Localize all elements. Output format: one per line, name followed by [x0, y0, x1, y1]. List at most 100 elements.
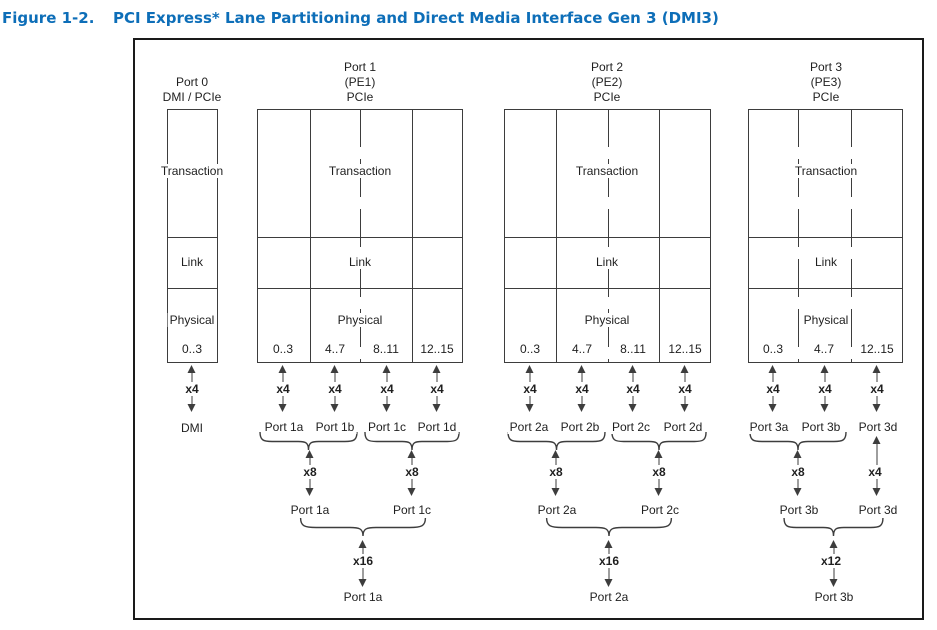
port1-row-divider-2 — [257, 288, 463, 290]
port0-layer-link: Link — [178, 255, 206, 269]
port2-lane-label-2: 8..11 — [618, 342, 648, 356]
port3-lane-label-1: 4..7 — [811, 342, 837, 356]
port1-name: Port 1 — [343, 60, 377, 74]
port1-lane-label-0: 0..3 — [270, 342, 296, 356]
port3-l2-label-1: Port 3d — [856, 503, 900, 517]
port3-type: PCIe — [812, 90, 840, 104]
port3-lane-label-2: 12..15 — [858, 342, 896, 356]
port3-width-label-x12: x12 — [818, 554, 844, 568]
port0-box — [167, 109, 218, 363]
port3-id: (PE3) — [810, 75, 842, 89]
port3-col-divider-1 — [798, 109, 800, 363]
port2-width-label-0: x4 — [521, 382, 539, 396]
port1-width-label-x8-1: x8 — [403, 465, 421, 479]
port2-lane-label-1: 4..7 — [569, 342, 595, 356]
port3-row-divider-1 — [748, 237, 903, 239]
port1-bif-label-3: Port 1d — [415, 420, 459, 434]
port1-lane-label-1: 4..7 — [322, 342, 348, 356]
port2-layer-physical: Physical — [582, 313, 632, 327]
port2-type: PCIe — [593, 90, 621, 104]
port2-col-divider-3 — [659, 109, 661, 363]
port1-width-label-0: x4 — [274, 382, 292, 396]
port1-width-label-x8-0: x8 — [301, 465, 319, 479]
port1-merge-brace-x16-icon — [298, 518, 428, 536]
port3-width-label-x4: x4 — [866, 465, 884, 479]
port3-width-label-x8: x8 — [789, 465, 807, 479]
port1-layer-link: Link — [346, 255, 374, 269]
port1-bif-label-2: Port 1c — [365, 420, 409, 434]
port3-layer-physical: Physical — [801, 313, 851, 327]
port2-lane-label-3: 12..15 — [666, 342, 704, 356]
port0-link-label-dmi: DMI — [179, 421, 205, 435]
port2-l2-label-0: Port 2a — [535, 503, 579, 517]
port1-layer-physical: Physical — [335, 313, 385, 327]
port1-l3-label: Port 1a — [341, 590, 385, 604]
port2-merge-brace-ab-icon — [506, 432, 607, 450]
port3-l2-label-0: Port 3b — [777, 503, 821, 517]
port1-layer-transaction: Transaction — [326, 164, 394, 178]
port2-bif-label-1: Port 2b — [558, 420, 602, 434]
port3-width-label-1: x4 — [816, 382, 834, 396]
port3-row-divider-2 — [748, 288, 903, 290]
port2-box — [504, 109, 711, 363]
port2-width-label-1: x4 — [573, 382, 591, 396]
port1-id: (PE1) — [344, 75, 376, 89]
port1-width-label-2: x4 — [378, 382, 396, 396]
figure-number: Figure 1-2. — [2, 9, 95, 27]
port2-width-label-x8-1: x8 — [650, 465, 668, 479]
port2-id: (PE2) — [591, 75, 623, 89]
port2-col-divider-1 — [556, 109, 558, 363]
port3-l3-label: Port 3b — [812, 590, 856, 604]
port1-l2-label-1: Port 1c — [390, 503, 434, 517]
port2-row-divider-2 — [504, 288, 711, 290]
port0-width-label-0: x4 — [183, 382, 201, 396]
port0-layer-physical: Physical — [167, 313, 217, 327]
port0-lane-label-0: 0..3 — [179, 342, 205, 356]
port3-box — [748, 109, 903, 363]
port2-width-label-x16: x16 — [596, 554, 622, 568]
port1-width-label-1: x4 — [326, 382, 344, 396]
port1-merge-brace-cd-icon — [363, 432, 461, 450]
port2-merge-brace-x16-icon — [544, 518, 674, 536]
port2-width-label-x8-0: x8 — [547, 465, 565, 479]
port2-col-divider-2 — [608, 109, 610, 363]
port0-row-divider-2 — [167, 288, 218, 290]
port2-bif-label-0: Port 2a — [507, 420, 551, 434]
port0-subtitle: DMI / PCIe — [162, 90, 222, 104]
port2-l3-label: Port 2a — [587, 590, 631, 604]
port2-layer-transaction: Transaction — [573, 164, 641, 178]
port2-row-divider-1 — [504, 237, 711, 239]
port2-layer-link: Link — [593, 255, 621, 269]
port3-width-label-0: x4 — [764, 382, 782, 396]
port1-row-divider-1 — [257, 237, 463, 239]
port1-col-divider-3 — [412, 109, 414, 363]
port0-name: Port 0 — [175, 75, 209, 89]
port2-merge-brace-cd-icon — [610, 432, 708, 450]
port1-width-label-3: x4 — [428, 382, 446, 396]
port1-width-label-x16: x16 — [350, 554, 376, 568]
port1-type: PCIe — [346, 90, 374, 104]
port2-lane-label-0: 0..3 — [517, 342, 543, 356]
port3-width-label-2: x4 — [868, 382, 886, 396]
port2-bif-label-2: Port 2c — [609, 420, 653, 434]
port1-l2-label-0: Port 1a — [288, 503, 332, 517]
port1-col-divider-2 — [360, 109, 362, 363]
port3-bif-label-0: Port 3a — [747, 420, 791, 434]
port2-l2-label-1: Port 2c — [638, 503, 682, 517]
port3-merge-brace-ab-icon — [748, 432, 848, 450]
port1-lane-label-3: 12..15 — [418, 342, 456, 356]
port3-name: Port 3 — [809, 60, 843, 74]
port1-merge-brace-ab-icon — [258, 432, 359, 450]
port3-bif-label-1: Port 3b — [799, 420, 843, 434]
port1-lane-label-2: 8..11 — [371, 342, 401, 356]
port3-layer-transaction: Transaction — [792, 164, 860, 178]
port3-merge-brace-x12-icon — [782, 518, 885, 536]
port0-layer-transaction: Transaction — [158, 164, 226, 178]
figure-title: PCI Express* Lane Partitioning and Direc… — [113, 9, 719, 27]
port3-bif-label-2: Port 3d — [856, 420, 900, 434]
port1-bif-label-0: Port 1a — [262, 420, 306, 434]
port2-bif-label-3: Port 2d — [661, 420, 705, 434]
port2-width-label-2: x4 — [624, 382, 642, 396]
port2-width-label-3: x4 — [676, 382, 694, 396]
